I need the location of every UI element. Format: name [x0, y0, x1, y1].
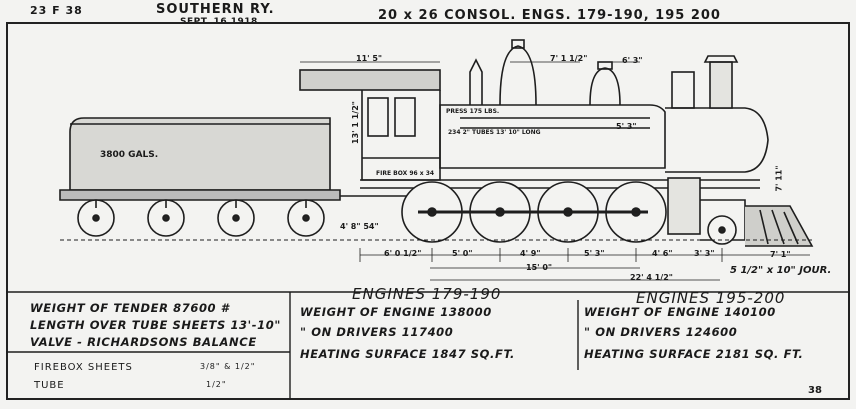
- dim-lead-truck: 7' 1": [770, 250, 791, 259]
- tube-value: 1/2": [206, 380, 227, 389]
- dim-firebox: FIRE BOX 96 x 34: [376, 170, 435, 177]
- tube-sheet-length: LENGTH OVER TUBE SHEETS 13'-10": [30, 318, 281, 332]
- pony-truck: [707, 215, 737, 245]
- dim-dome-spacing: 7' 1 1/2": [550, 54, 588, 63]
- tender-wheels: [77, 199, 325, 237]
- dim-press: PRESS 175 LBS.: [446, 108, 500, 115]
- dim-sand-dome: 6' 3": [622, 56, 643, 65]
- domes: [469, 39, 621, 106]
- engines-b-heating: HEATING SURFACE 2181 SQ. FT.: [584, 347, 804, 361]
- dim-journal: 5 1/2" x 10" JOUR.: [730, 265, 832, 276]
- railway-name: SOUTHERN RY.: [156, 2, 275, 17]
- engines-a-on-drivers: " ON DRIVERS 117400: [300, 325, 454, 339]
- drawing-title: 20 x 26 CONSOL. ENGS. 179-190, 195 200: [378, 8, 721, 23]
- engines-b-weight: WEIGHT OF ENGINE 140100: [584, 305, 776, 319]
- dim-tubes: 234 2" TUBES 13' 10" LONG: [448, 129, 541, 136]
- tender-outline: [59, 117, 341, 201]
- dim-cab-length: 11' 5": [356, 54, 383, 63]
- dim-cab-height: 13' 1 1/2": [350, 101, 360, 144]
- drawing-border: [6, 22, 850, 400]
- spec-table-lines: [6, 291, 850, 400]
- plate-number: 23 F 38: [30, 4, 83, 17]
- boiler-outline: [439, 55, 769, 173]
- tank-capacity: 3800 GALS.: [100, 150, 159, 160]
- engines-a-title: ENGINES 179-190: [352, 285, 502, 303]
- tube-label: TUBE: [34, 380, 65, 391]
- page-number: 38: [808, 385, 822, 396]
- engines-a-heating: HEATING SURFACE 1847 SQ.FT.: [300, 347, 515, 361]
- engines-a-weight: WEIGHT OF ENGINE 138000: [300, 305, 492, 319]
- dim-spacing-d: 4' 6": [652, 249, 673, 258]
- dim-driver-dia: 4' 8" 54": [340, 222, 379, 231]
- dim-boiler-dia: 5' 3": [616, 122, 637, 131]
- engines-b-title: ENGINES 195-200: [636, 289, 786, 307]
- dim-wheelbase: 15' 0": [526, 263, 553, 272]
- cab-outline: [299, 69, 441, 181]
- valve-type: VALVE - RICHARDSONS BALANCE: [30, 335, 257, 349]
- dim-spacing-a: 5' 0": [452, 249, 473, 258]
- engines-b-on-drivers: " ON DRIVERS 124600: [584, 325, 738, 339]
- dim-spacing-e: 3' 3": [694, 249, 715, 258]
- firebox-sheets-value: 3/8" & 1/2": [200, 362, 256, 371]
- firebox-sheets-label: FIREBOX SHEETS: [34, 362, 133, 373]
- cylinder-front: [667, 177, 814, 247]
- dim-truck-a: 6' 0 1/2": [384, 249, 422, 258]
- dim-total-wheelbase: 22' 4 1/2": [630, 273, 673, 282]
- tender-weight: WEIGHT OF TENDER 87600 #: [30, 301, 230, 315]
- dim-spacing-c: 5' 3": [584, 249, 605, 258]
- dimension-lines: [300, 61, 810, 281]
- dim-spacing-b: 4' 9": [520, 249, 541, 258]
- dim-height-front: 7' 11": [774, 165, 784, 192]
- driving-wheels: [401, 181, 667, 243]
